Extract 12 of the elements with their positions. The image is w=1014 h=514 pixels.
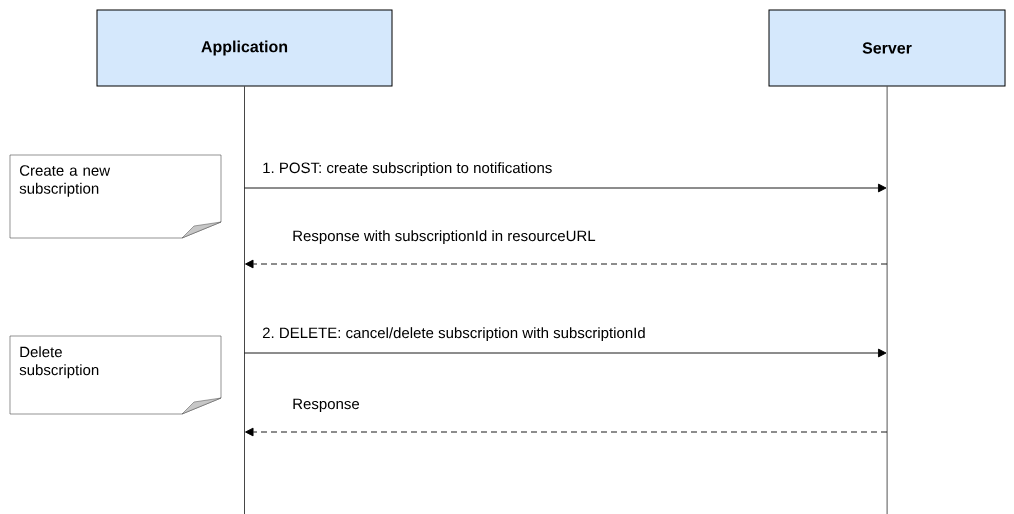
arrow: [244, 183, 887, 193]
edge-label: 1. POST: create subscription to notifications: [263, 162, 552, 177]
note: Delete subscription: [9, 335, 222, 415]
actor-box: Server: [768, 9, 1006, 87]
edge-label: 2. DELETE: cancel/delete subscription with subscriptionId: [262, 327, 645, 342]
arrow: [244, 348, 887, 358]
arrow: [245, 427, 888, 437]
note: Create a new subscription: [9, 154, 222, 239]
edge-label: Response with subscriptionId in resourceURL: [293, 230, 596, 245]
arrow: [245, 259, 888, 269]
edge-label: Response: [293, 398, 360, 413]
actor-box: Application: [96, 9, 393, 87]
